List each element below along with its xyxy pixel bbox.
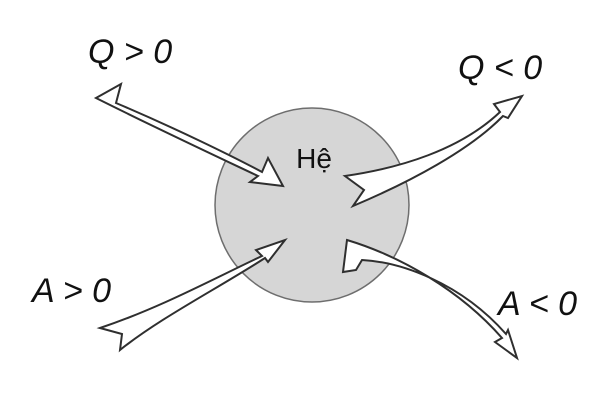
- work-in-label: A > 0: [30, 272, 111, 310]
- heat-in-label: Q > 0: [88, 33, 172, 71]
- work-out-label: A < 0: [496, 285, 577, 323]
- work-in-arrow: [96, 237, 288, 353]
- heat-in-arrow: [93, 81, 285, 188]
- system-circle: [214, 107, 410, 303]
- heat-out-arrow: [342, 94, 525, 209]
- heat-out-label: Q < 0: [458, 49, 542, 87]
- system-label: Hệ: [296, 143, 332, 174]
- work-out-arrow: [341, 238, 519, 361]
